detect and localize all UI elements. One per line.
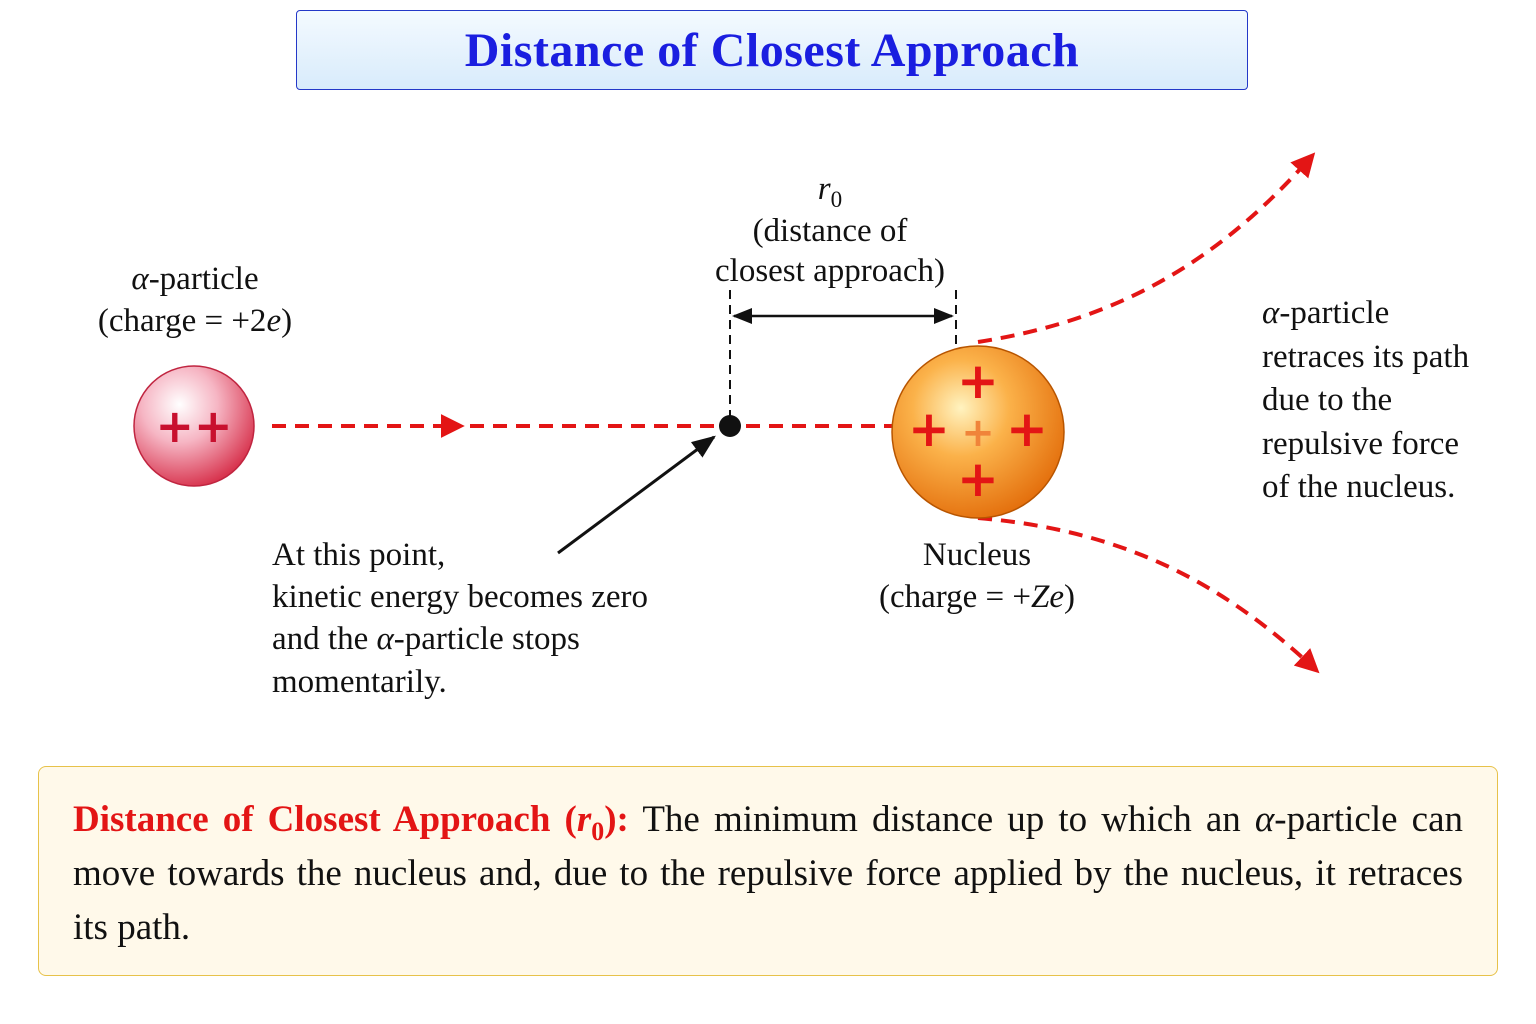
page-title: Distance of Closest Approach bbox=[464, 23, 1080, 77]
alpha-particle-sphere bbox=[133, 365, 255, 487]
r0-caption-line2: closest approach) bbox=[715, 253, 945, 290]
stop-note-alpha-symbol: α bbox=[376, 621, 394, 658]
retrace-line3: due to the bbox=[1262, 382, 1393, 419]
stop-note-line2: kinetic energy becomes zero bbox=[272, 579, 648, 616]
r0-label: r0 (distance of closest approach) bbox=[660, 168, 1000, 293]
stop-note-line4: momentarily. bbox=[272, 663, 447, 700]
retrace-line5: of the nucleus. bbox=[1262, 469, 1456, 506]
stop-note-line3-suffix: -particle stops bbox=[393, 621, 580, 658]
alpha-charge-symbol: e bbox=[266, 303, 282, 340]
alpha-particle-label: α-particle (charge = +2e) bbox=[50, 258, 340, 342]
nucleus-sphere bbox=[891, 345, 1065, 519]
alpha-charge-prefix: (charge = +2 bbox=[97, 303, 267, 340]
definition-term-symbol: r bbox=[576, 799, 592, 840]
nucleus-plus-center: + bbox=[961, 410, 995, 456]
definition-box: Distance of Closest Approach (r0): The m… bbox=[38, 766, 1498, 976]
stop-point-pointer-arrow bbox=[557, 435, 716, 555]
retrace-alpha-symbol: α bbox=[1262, 295, 1280, 331]
nucleus-name: Nucleus bbox=[922, 537, 1032, 573]
nucleus-label: Nucleus (charge = +Ze) bbox=[822, 534, 1132, 618]
nucleus-plus-right: + bbox=[1006, 400, 1048, 458]
retrace-note: α-particle retraces its path due to the … bbox=[1262, 292, 1532, 510]
r0-caption-line1: (distance of bbox=[752, 213, 908, 250]
alpha-symbol: α bbox=[131, 261, 149, 297]
r0-symbol: r bbox=[817, 171, 831, 207]
nucleus-charge-prefix: (charge = + bbox=[878, 579, 1032, 616]
retrace-line1: -particle bbox=[1279, 295, 1390, 331]
stop-note-line1: At this point, bbox=[272, 537, 446, 573]
stop-note-line3-prefix: and the bbox=[272, 621, 377, 658]
deflected-path-lower bbox=[977, 516, 1320, 674]
alpha-name: -particle bbox=[148, 261, 259, 297]
stop-point-note: At this point, kinetic energy becomes ze… bbox=[272, 534, 752, 703]
definition-term-text: Distance of Closest Approach ( bbox=[73, 799, 577, 840]
alpha-charge-suffix: ) bbox=[281, 303, 293, 340]
stop-point-dot bbox=[719, 415, 741, 437]
nucleus-plus-bottom: + bbox=[957, 450, 999, 508]
nucleus-plus-top: + bbox=[957, 352, 999, 410]
retrace-line4: repulsive force bbox=[1262, 425, 1459, 462]
definition-alpha-symbol: α bbox=[1254, 799, 1275, 840]
definition-term: Distance of Closest Approach (r0): bbox=[73, 799, 629, 845]
definition-body-part2: -particle can move towards the nucleus a… bbox=[73, 799, 1464, 948]
retrace-line2: retraces its path bbox=[1262, 338, 1470, 375]
alpha-charge-glyph: ++ bbox=[155, 399, 232, 453]
deflected-path-upper bbox=[977, 152, 1316, 344]
nucleus-plus-left: + bbox=[908, 400, 950, 458]
nucleus-charge-suffix: ) bbox=[1064, 579, 1076, 616]
nucleus-charge-symbol: Ze bbox=[1031, 579, 1065, 616]
definition-body-part1: The minimum distance up to which an bbox=[628, 799, 1255, 840]
r0-subscript: 0 bbox=[830, 186, 843, 213]
definition-text: Distance of Closest Approach (r0): The m… bbox=[73, 793, 1463, 955]
title-banner: Distance of Closest Approach bbox=[296, 10, 1248, 90]
definition-term-subscript: 0 bbox=[591, 817, 605, 847]
definition-term-suffix: ): bbox=[604, 799, 629, 840]
